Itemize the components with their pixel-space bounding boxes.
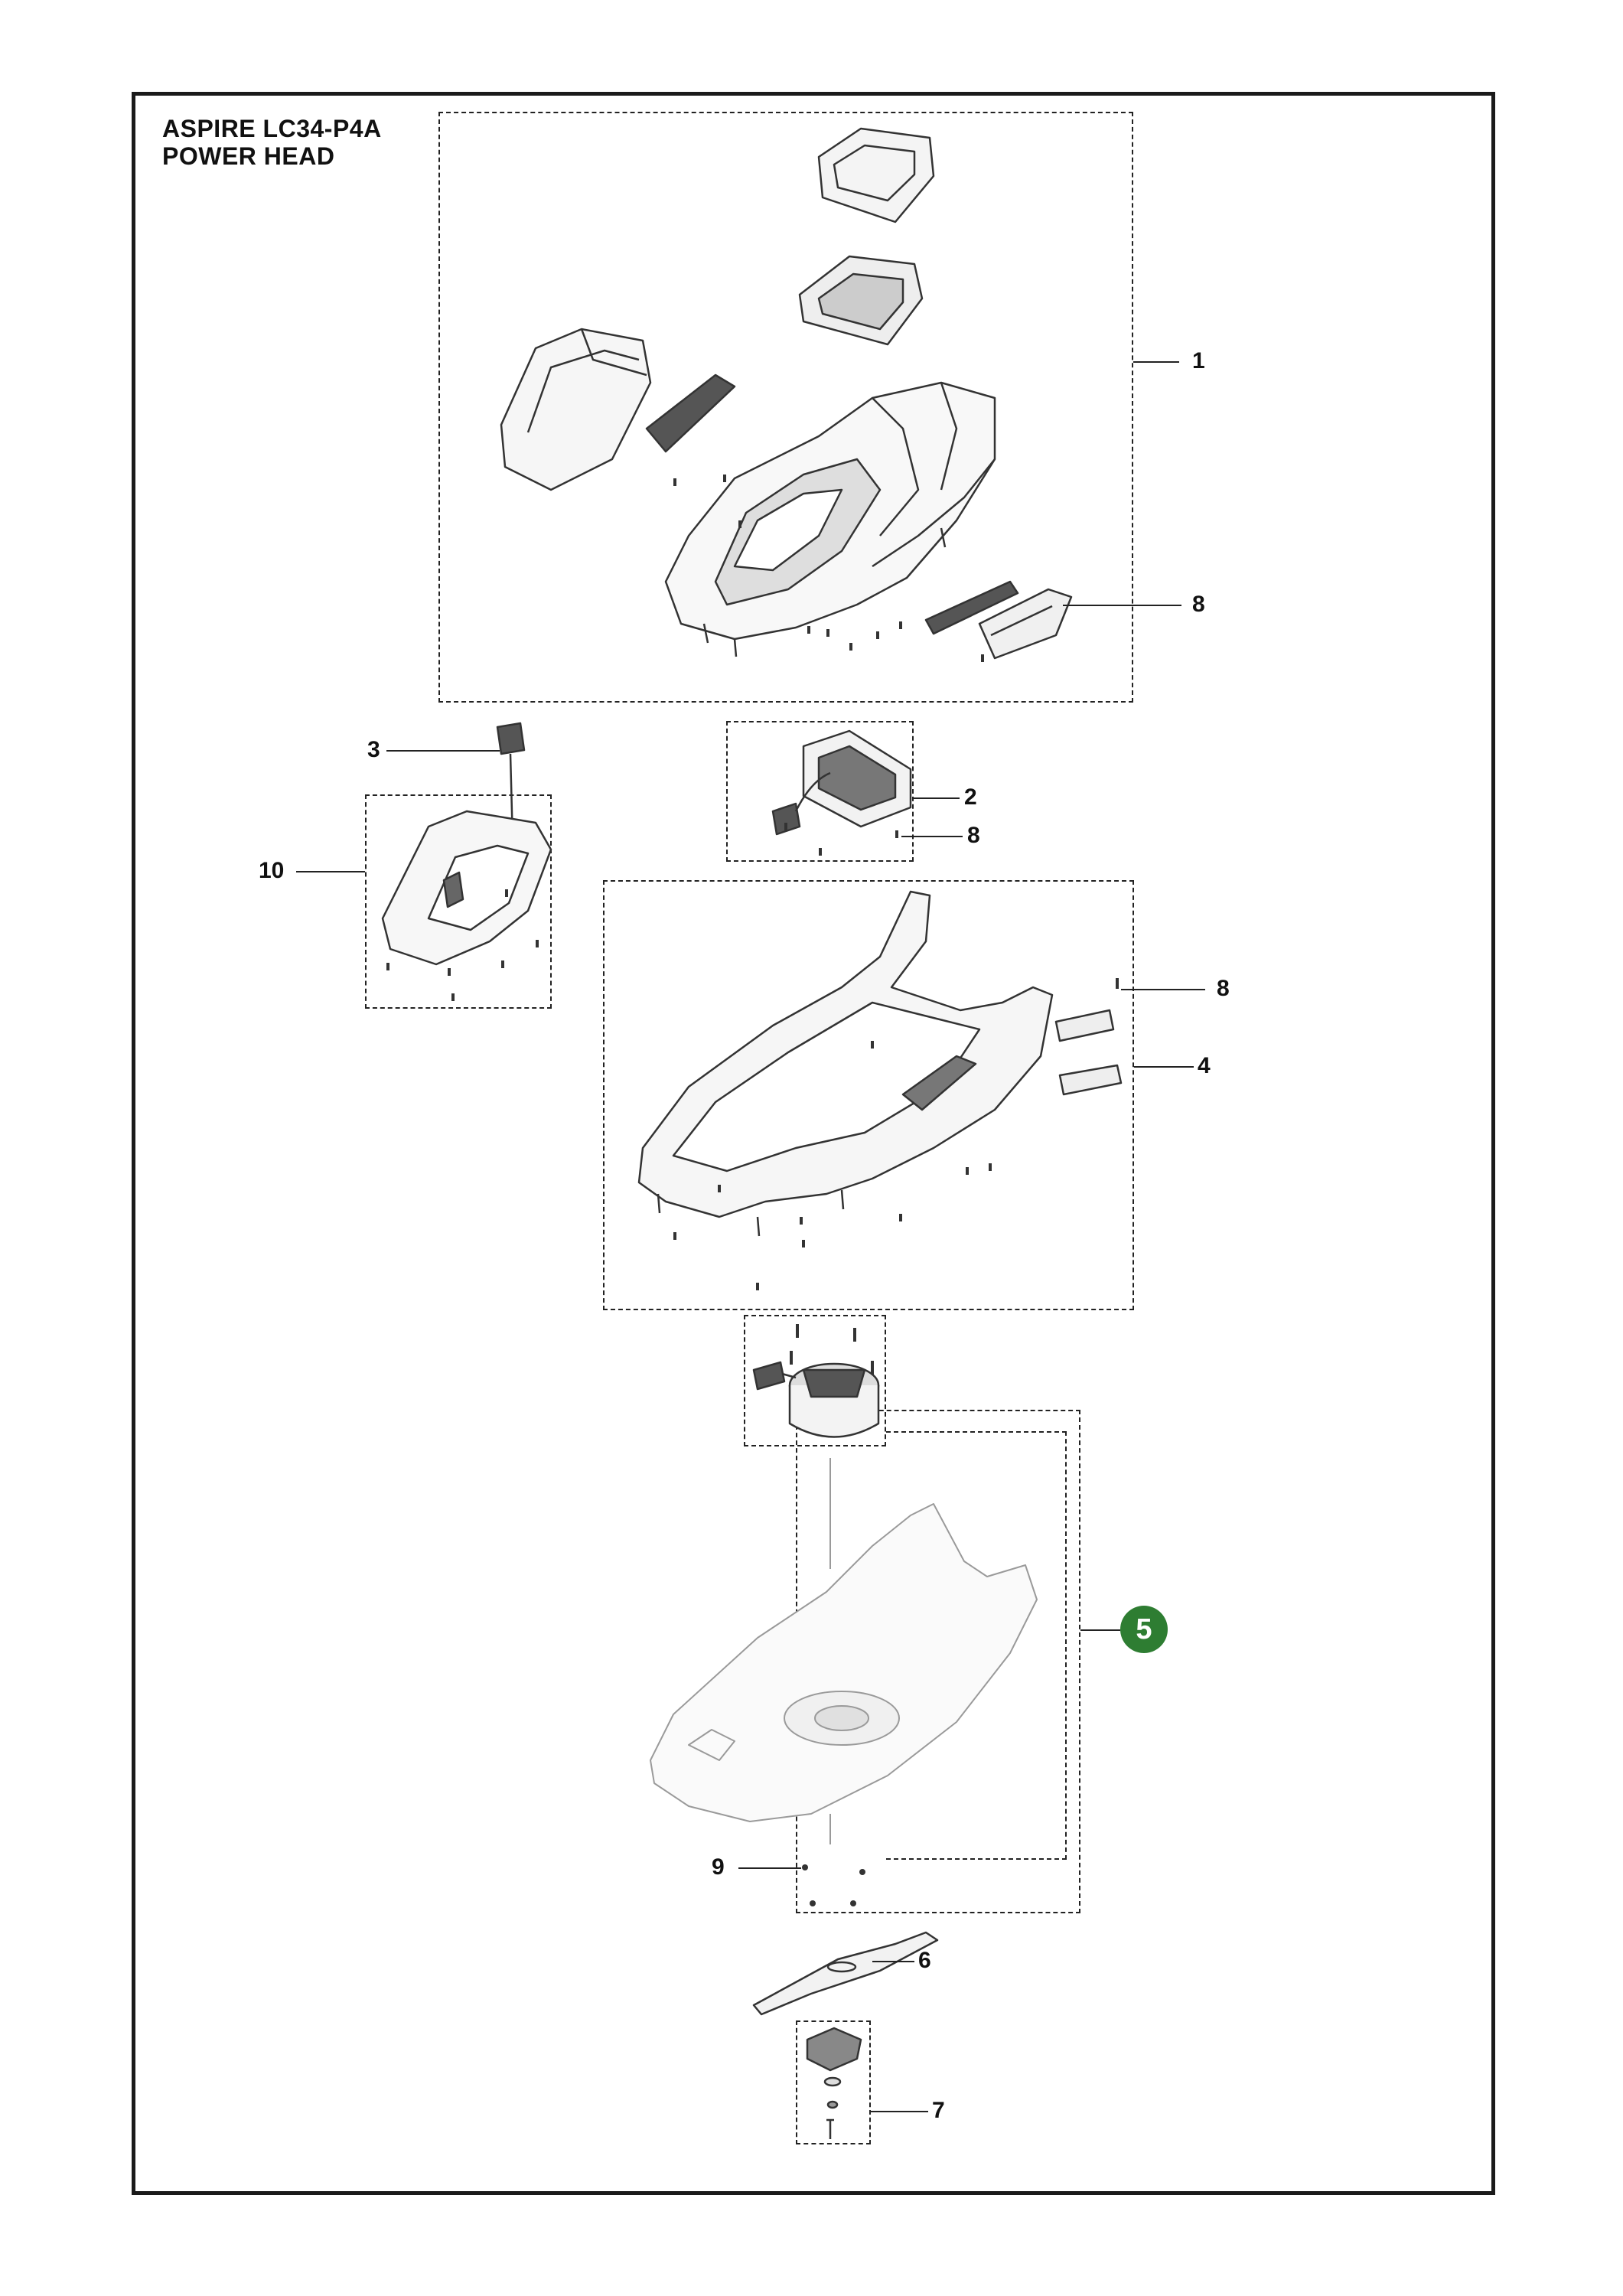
top-cover-frame [798, 255, 924, 346]
main-body-shell [664, 381, 996, 657]
callout-4: 4 [1198, 1053, 1211, 1078]
callout-8: 8 [967, 823, 980, 848]
battery-module [771, 729, 912, 836]
group-box-2 [726, 721, 914, 862]
leader-10 [296, 871, 365, 872]
group-box-1 [438, 112, 1133, 703]
chassis-frame [637, 890, 1123, 1237]
callout-8: 8 [1217, 976, 1230, 1001]
motor [752, 1361, 880, 1438]
leader-1 [1133, 361, 1179, 363]
callout-5-badge: 5 [1120, 1606, 1168, 1653]
model-title: ASPIRE LC34-P4A [162, 115, 382, 142]
handle-cover-right [978, 588, 1073, 660]
leader-8c [1121, 989, 1205, 990]
leader-6 [872, 1961, 914, 1962]
callout-6: 6 [918, 1948, 931, 1973]
leader-7 [871, 2111, 928, 2112]
drawing-frame [132, 92, 1495, 2195]
handle-cover-left [500, 328, 652, 491]
group-box-7 [796, 2020, 871, 2144]
leader-3 [386, 750, 500, 752]
blade-hub [806, 2027, 862, 2139]
callout-10: 10 [259, 858, 285, 883]
top-cover-lid [817, 127, 935, 223]
callout-3: 3 [367, 737, 380, 762]
callout-1: 1 [1192, 348, 1205, 373]
group-box-5-inner [886, 1431, 1067, 1860]
section-title: POWER HEAD [162, 142, 335, 170]
group-box-4 [603, 880, 1134, 1310]
callout-2: 2 [964, 784, 977, 810]
leader-8a [1063, 605, 1181, 606]
callout-8: 8 [1192, 592, 1205, 617]
cutting-deck [650, 1458, 1038, 1844]
leader-4 [1134, 1066, 1194, 1068]
group-box-motor [744, 1315, 886, 1446]
leader-9 [738, 1867, 801, 1869]
bumper-left-strip [645, 373, 736, 453]
callout-7: 7 [932, 2098, 945, 2123]
bumper-right-strip [924, 580, 1019, 635]
battery-compartment [381, 810, 552, 966]
blade [752, 1931, 939, 2016]
leader-2 [914, 797, 960, 799]
group-box-10 [365, 794, 552, 1009]
leader-5 [1080, 1629, 1120, 1631]
callout-9: 9 [712, 1854, 725, 1880]
leader-8b [901, 836, 963, 837]
screws [386, 475, 1119, 1906]
